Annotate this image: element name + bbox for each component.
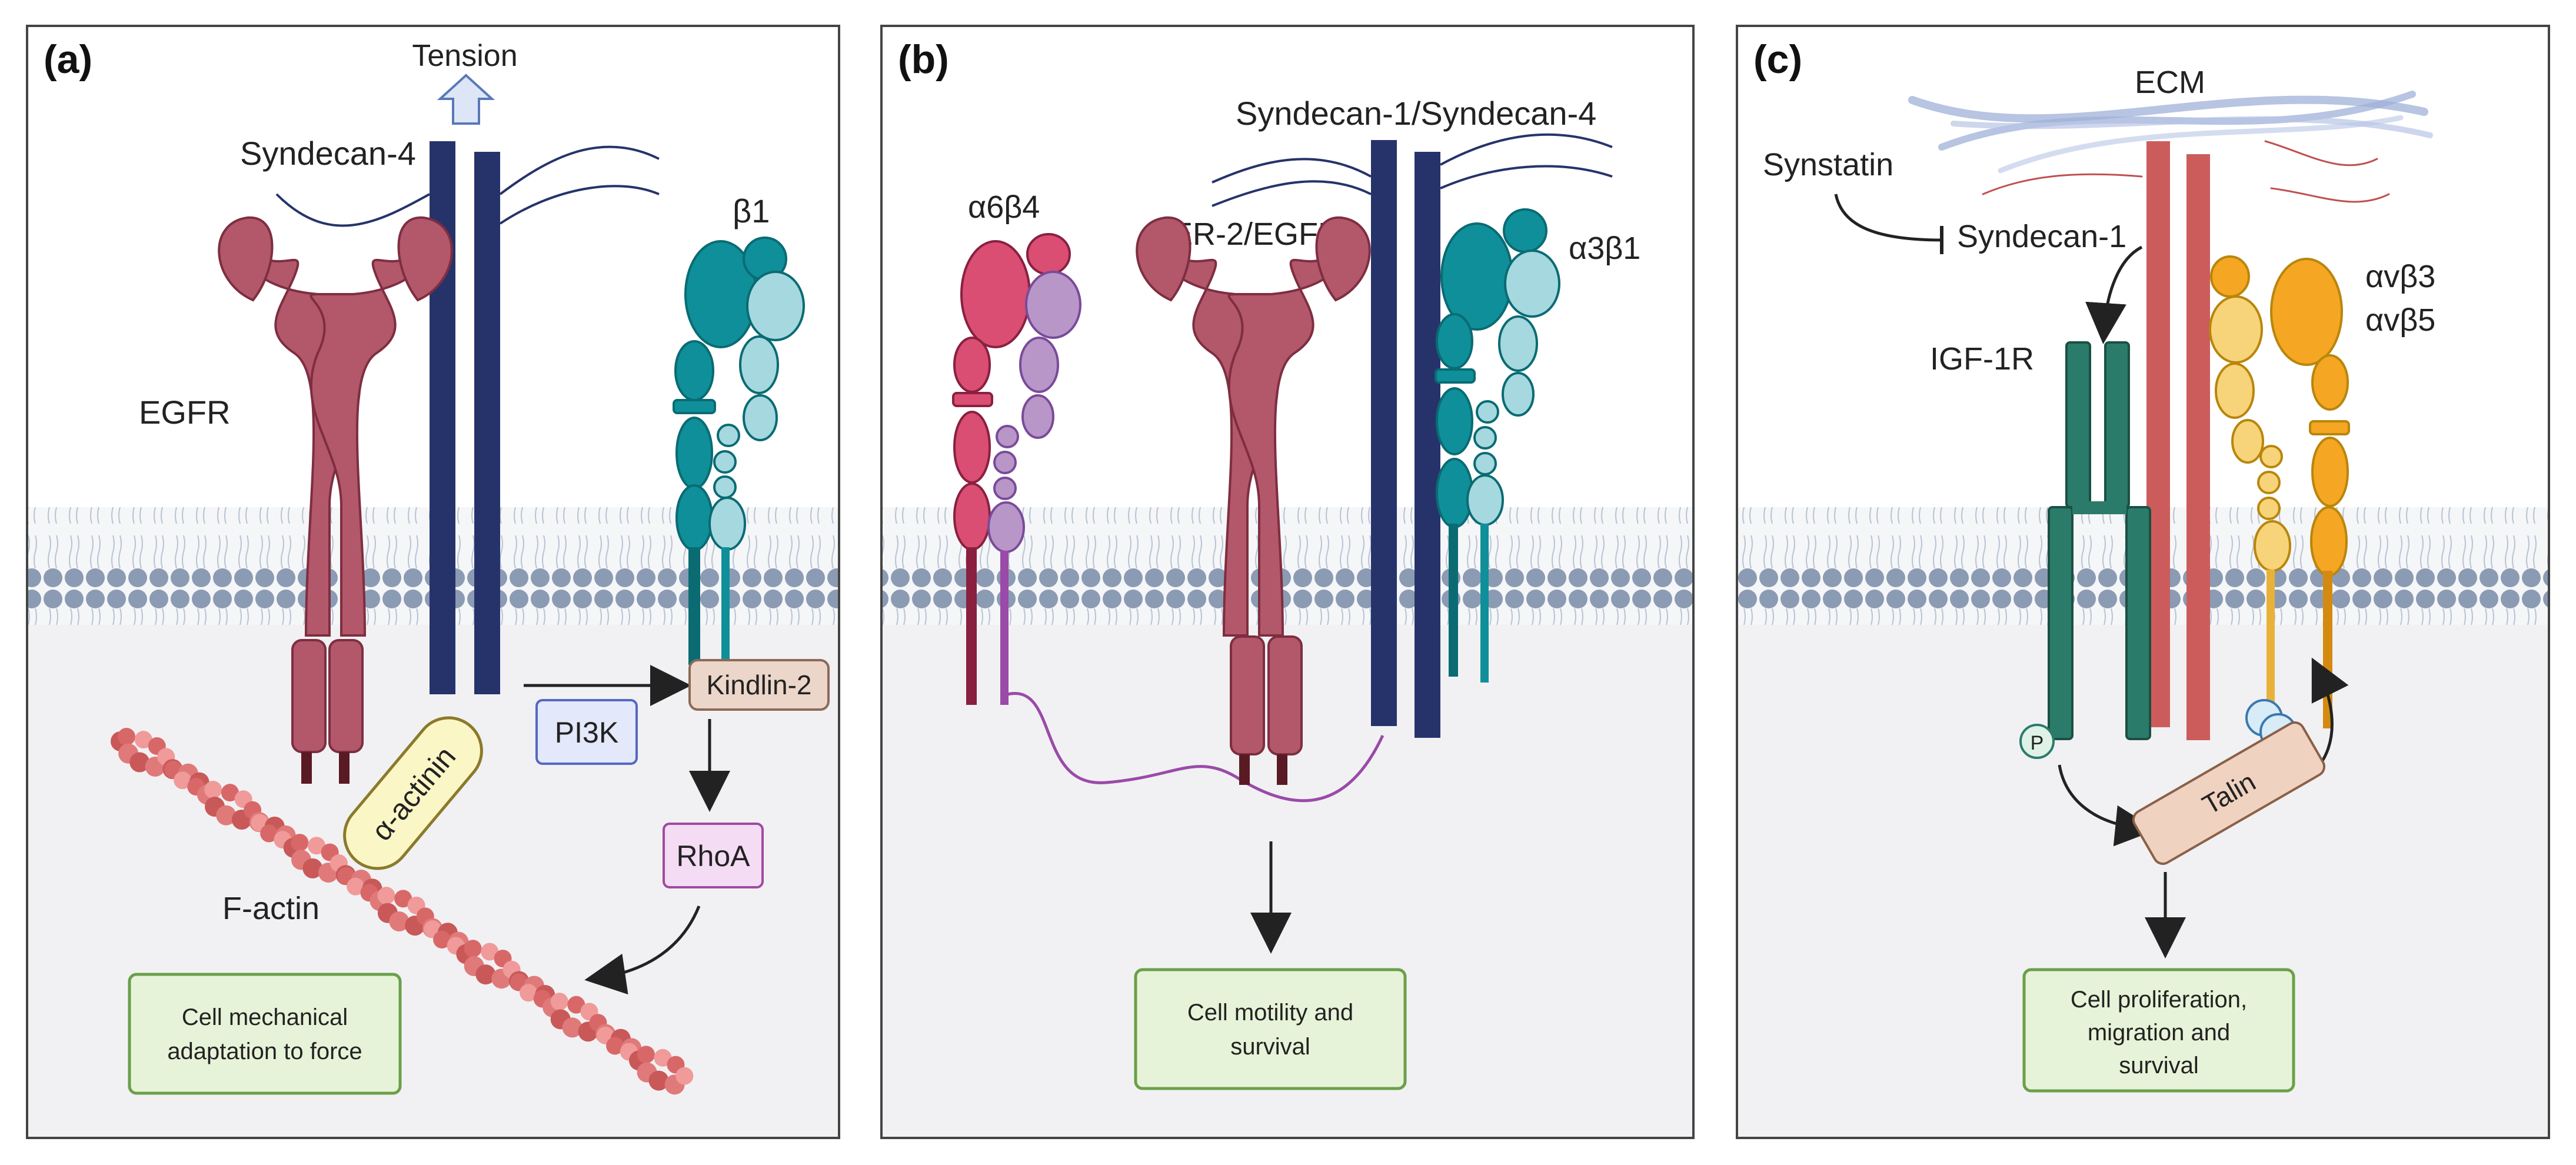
actin-bead: [394, 890, 412, 908]
actin-bead: [377, 887, 395, 905]
syndecan-1-label: Syndecan-1: [1957, 219, 2126, 254]
alpha6beta4-label: α6β4: [968, 189, 1040, 225]
actin-bead: [637, 1046, 655, 1064]
avb5-label: αvβ5: [2365, 302, 2435, 338]
actin-bead: [675, 1067, 694, 1085]
kindlin-2-box: [688, 659, 830, 711]
ecm-label: ECM: [2135, 65, 2205, 100]
integrin-beta1-label: β1: [733, 192, 770, 229]
actin-bead: [347, 877, 365, 896]
heparan-sulfate-chain: [1212, 158, 1372, 184]
actin-bead: [260, 824, 278, 843]
actin-bead: [475, 964, 496, 985]
syndecan-1-4-label: Syndecan-1/Syndecan-4: [1236, 95, 1596, 132]
actin-bead: [302, 858, 323, 878]
linker-curve: [1007, 691, 1384, 803]
actin-bead: [464, 940, 482, 958]
panel-a: (a) Tension Syndecan-4 EGFR β1: [26, 25, 840, 1139]
actin-bead: [134, 731, 152, 749]
heparan-sulfate-chain: [1440, 165, 1613, 189]
syndecan-to-igf-arrow: [2085, 245, 2143, 344]
arrow-to-talin: [2058, 764, 2156, 847]
inhibition-line: [1834, 194, 1942, 242]
panel-b-label: (b): [898, 37, 949, 82]
actin-bead: [118, 728, 135, 745]
actin-bead: [654, 1048, 672, 1067]
syndecan-4-core-right: [474, 152, 500, 694]
talin: Talin: [2132, 721, 2326, 865]
pi3k-label: PI3K: [555, 716, 618, 749]
outcome-c-line-2: migration and: [2088, 1020, 2230, 1046]
heparan-sulfate-chain: [1440, 133, 1613, 166]
arrow-to-outcome-a: [584, 906, 701, 995]
syndecan-1-core-right: [2186, 154, 2210, 740]
actin-bead: [129, 752, 150, 773]
outcome-b-line-1: Cell motility and: [1187, 1000, 1353, 1026]
actin-bead: [567, 996, 585, 1014]
phospho-site: [2019, 724, 2055, 759]
heparan-sulfate-chain: [499, 145, 660, 195]
egfr-receptor: [218, 216, 453, 784]
outcome-box-c: [2022, 968, 2295, 1093]
ecm-fibers: [1908, 91, 2433, 203]
outcome-b-line-2: survival: [1230, 1034, 1310, 1060]
syndecan-core-left: [1371, 140, 1397, 726]
kindlin-2-label: Kindlin-2: [707, 670, 812, 700]
outcome-a-line-2: adaptation to force: [167, 1038, 362, 1064]
synstatin-label: Synstatin: [1763, 147, 1893, 182]
actin-bead: [550, 993, 568, 1011]
integrin-beta1: [673, 237, 805, 665]
panel-c-label: (c): [1753, 37, 1802, 82]
actin-bead: [481, 943, 499, 961]
outcome-c-line-3: survival: [2119, 1053, 2199, 1079]
outcome-box-a: [128, 973, 402, 1095]
heparan-sulfate-chain: [499, 185, 660, 225]
tension-arrow-icon: [437, 74, 495, 125]
actin-bead: [520, 984, 538, 1002]
rhoa-box: [663, 823, 764, 888]
her2-egfr-receptor: [1136, 216, 1371, 785]
integrin-alpha3beta1: [1435, 208, 1560, 683]
actin-bead: [216, 805, 237, 826]
heparan-sulfate-chain: [275, 193, 430, 227]
syndecan-4-label: Syndecan-4: [240, 135, 416, 172]
alpha3beta1-label: α3β1: [1569, 231, 1640, 266]
integrin-alpha6beta4: [952, 233, 1081, 705]
actin-bead: [204, 781, 222, 799]
f-actin-filament: [111, 728, 694, 1095]
actin-bead: [433, 930, 451, 948]
heparan-sulfate-chain: [1212, 180, 1372, 207]
avb3-label: αvβ3: [2365, 259, 2435, 294]
actin-bead: [389, 911, 410, 932]
actin-bead: [308, 837, 326, 855]
actin-bead: [606, 1037, 624, 1055]
phospho-label: P: [2031, 732, 2044, 754]
rhoa-label: RhoA: [676, 840, 750, 873]
panel-c: (c) ECM Synstatin Syndecan-1 IGF-1R: [1736, 25, 2550, 1139]
actin-bead: [648, 1070, 669, 1091]
f-actin-label: F-actin: [222, 891, 319, 926]
egfr-label: EGFR: [139, 394, 231, 431]
actin-bead: [221, 784, 239, 802]
panel-a-label: (a): [44, 37, 92, 82]
outcome-c-line-1: Cell proliferation,: [2071, 987, 2247, 1013]
syndecan-core-right: [1415, 152, 1440, 738]
actin-bead: [174, 771, 192, 790]
igf-1r-receptor: [2048, 341, 2151, 740]
actin-bead: [562, 1017, 583, 1038]
pi3k-box: [535, 699, 638, 765]
panel-b: (b) Syndecan-1/Syndecan-4 α6β4: [880, 25, 1695, 1139]
outcome-a-line-1: Cell mechanical: [182, 1004, 348, 1030]
igf-1r-label: IGF-1R: [1930, 341, 2034, 377]
actin-bead: [291, 834, 309, 852]
outcome-box-b: [1134, 968, 1407, 1090]
tension-label: Tension: [412, 39, 517, 73]
